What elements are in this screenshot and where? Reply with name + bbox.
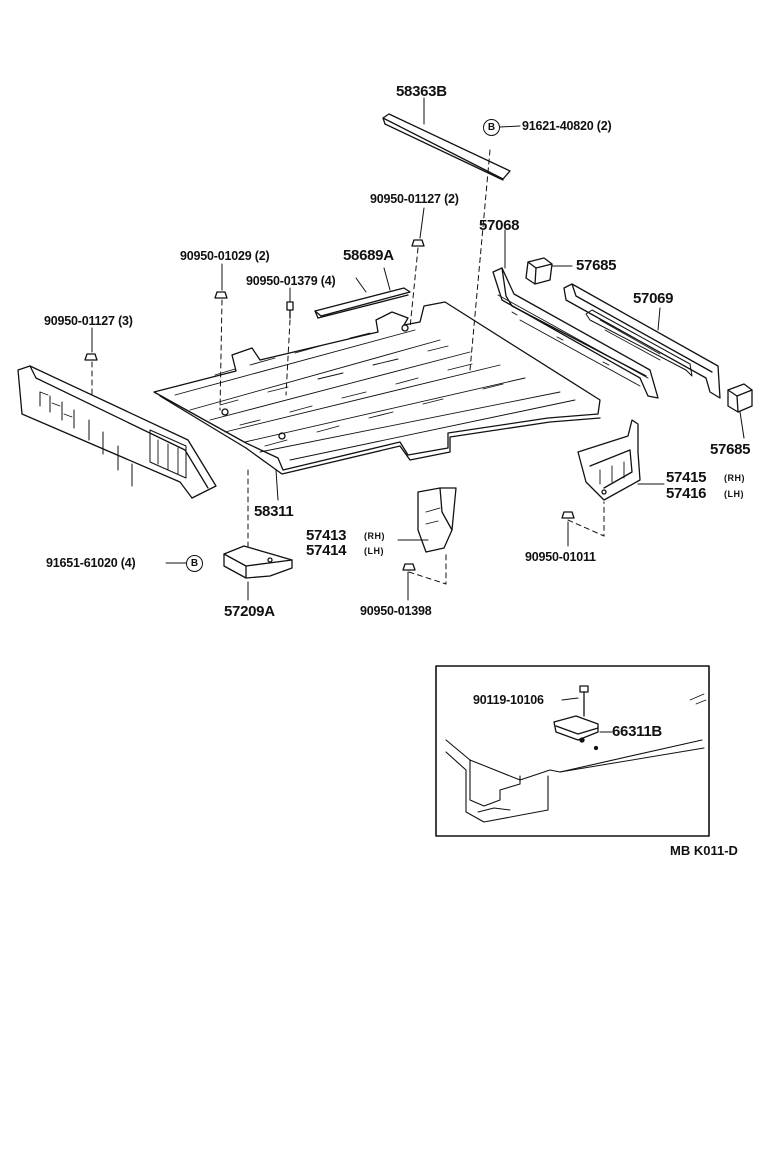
side-tag-rh-57415: (RH): [724, 473, 745, 483]
reinforcement-58689a: [314, 287, 411, 319]
part-number-90950-01029: 90950-01029 (2): [180, 249, 270, 263]
part-number-57209a: 57209A: [224, 603, 275, 620]
assembly-dash-lines: [91, 149, 605, 585]
part-number-90950-01379: 90950-01379 (4): [246, 274, 336, 288]
part-number-91621-40820: 91621-40820 (2): [522, 119, 612, 133]
part-number-57413: 57413: [306, 527, 347, 544]
part-number-58363b: 58363B: [396, 83, 447, 100]
part-number-57068: 57068: [479, 217, 520, 234]
circle-b-marker-upper: B: [483, 119, 500, 136]
side-rail-57068: [492, 267, 659, 399]
side-tag-rh-57413: (RH): [364, 531, 385, 541]
part-number-57069: 57069: [633, 290, 674, 307]
part-number-90950-01127-qty2: 90950-01127 (2): [370, 192, 459, 206]
bracket-block-57685-lower: [727, 383, 753, 413]
part-number-57685-upper: 57685: [576, 257, 617, 274]
part-number-57414: 57414: [306, 542, 347, 559]
part-number-90950-01011: 90950-01011: [525, 550, 596, 564]
side-tag-lh-57414: (LH): [364, 546, 384, 556]
bracket-57209a: [223, 545, 293, 579]
fastener-nuts: [84, 239, 575, 571]
leader-lines: [91, 97, 745, 601]
circle-b-marker-lower: B: [186, 555, 203, 572]
diagram-reference-code: MB K011-D: [670, 843, 738, 858]
part-number-58311: 58311: [254, 503, 294, 520]
bracket-57413-57414: [417, 487, 457, 553]
part-number-91651-61020: 91651-61020 (4): [46, 556, 136, 570]
part-number-57416: 57416: [666, 485, 707, 502]
side-tag-lh-57416: (LH): [724, 489, 744, 499]
detail-inset: [435, 665, 710, 837]
bracket-57415-57416: [577, 419, 641, 501]
rear-crossmember-left: [17, 365, 217, 499]
part-number-90950-01398: 90950-01398: [360, 604, 432, 618]
part-number-57415: 57415: [666, 469, 707, 486]
part-number-90119-10106: 90119-10106: [473, 693, 544, 707]
bracket-block-57685-upper: [525, 257, 553, 285]
crossmember-58363b: [382, 113, 511, 181]
part-number-57685-lower: 57685: [710, 441, 751, 458]
part-number-58689a: 58689A: [343, 247, 394, 264]
part-number-90950-01127-qty3: 90950-01127 (3): [44, 314, 133, 328]
side-rail-57069: [563, 283, 721, 399]
part-number-66311b: 66311B: [612, 723, 662, 740]
rear-floor-pan-58311: [153, 301, 601, 475]
